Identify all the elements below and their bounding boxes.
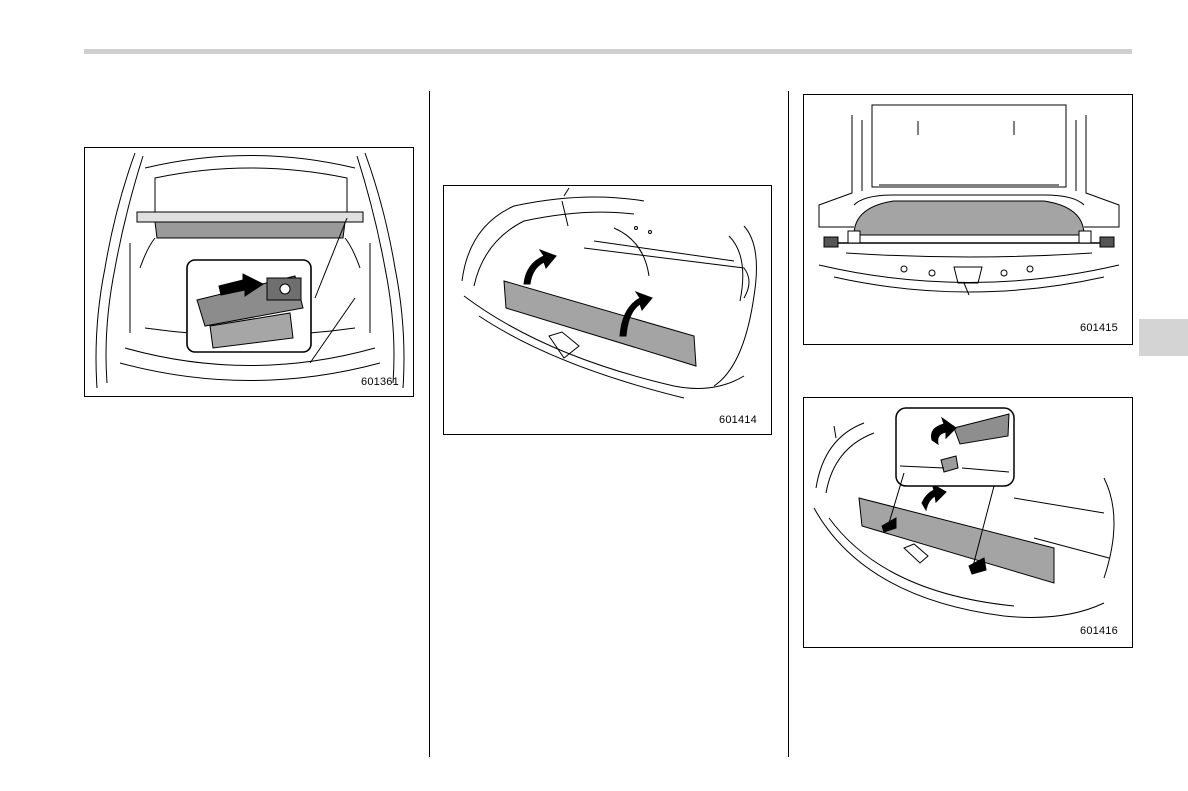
floor-panel-lift-illustration	[444, 186, 772, 435]
cargo-cover-stored-illustration	[804, 95, 1133, 345]
figure-cargo-floor-panel-lift: 601414	[443, 185, 772, 435]
figure-code: 601415	[1080, 322, 1118, 334]
figure-cargo-cover-stored: 601415	[803, 94, 1133, 345]
figure-cargo-floor-panel-install: 601416	[803, 397, 1133, 648]
chapter-tab	[1139, 319, 1188, 356]
figure-code: 601414	[719, 414, 757, 426]
figure-code: 601361	[361, 376, 399, 388]
floor-panel-install-illustration	[804, 398, 1133, 648]
figure-cargo-cover-release: 601361	[84, 147, 414, 397]
column-divider-right	[788, 91, 789, 757]
cargo-cover-release-illustration	[85, 148, 414, 397]
figure-code: 601416	[1080, 625, 1118, 637]
column-divider-left	[429, 91, 430, 757]
header-rule	[84, 49, 1132, 54]
